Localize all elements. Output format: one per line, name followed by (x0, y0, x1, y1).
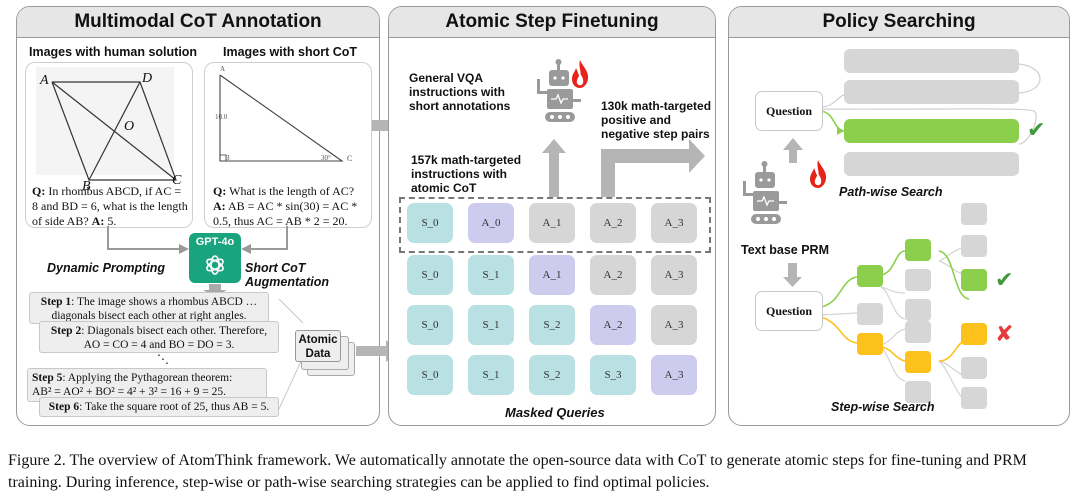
triangle-vertex-a: A (220, 65, 226, 73)
tree-node (961, 387, 987, 409)
tree-node (905, 269, 931, 291)
up-arrow (542, 139, 566, 197)
vertex-c: C (172, 173, 182, 188)
tree-node (961, 323, 987, 345)
human-solution-question: Q: In rhombus ABCD, if AC = 8 and BD = 6… (32, 184, 188, 228)
tree-node (961, 357, 987, 379)
fire-icon (810, 160, 827, 188)
short-cot-augmentation-label: Short CoT Augmentation (245, 261, 330, 289)
vertex-b: B (82, 179, 91, 194)
tree-node (905, 321, 931, 343)
tree-node (905, 351, 931, 373)
vertex-a: A (40, 73, 49, 88)
query-tile-s-3: S_3 (590, 355, 636, 395)
query-tile-a-3: A_3 (651, 305, 697, 345)
tree-node (961, 269, 987, 291)
checkmark-icon-path: ✔ (1027, 117, 1046, 142)
query-tile-a-3: A_3 (651, 203, 697, 243)
math-instructions-label: 157k math-targeted instructions with ato… (411, 153, 522, 195)
path-bar-4 (844, 152, 1019, 176)
masked-queries-label: Masked Queries (505, 405, 605, 420)
gpt-4o-label: GPT-4o (195, 236, 235, 248)
panel-title: Atomic Step Finetuning (389, 7, 715, 38)
gpt-4o-box: GPT-4o (189, 233, 241, 283)
query-tile-a-1: A_1 (529, 203, 575, 243)
panel-title: Policy Searching (729, 7, 1069, 38)
step-wise-search-label: Step-wise Search (831, 400, 935, 414)
panel-multimodal-cot-annotation: Multimodal CoT Annotation Images with hu… (16, 6, 380, 426)
short-cot-question: Q: What is the length of AC? A: AB = AC … (213, 184, 358, 228)
fire-icon (572, 60, 589, 88)
triangle-vertex-b: B (225, 154, 230, 162)
short-cot-card: A 10.0 B 30° C Q: What is the length of … (204, 62, 372, 228)
rhombus-figure (36, 67, 177, 181)
query-tile-s-0: S_0 (407, 355, 453, 395)
robot-icon (743, 161, 787, 224)
openai-logo-icon (206, 255, 224, 275)
vertex-d: D (142, 71, 153, 86)
subtitle-short-cot: Images with short CoT (223, 45, 358, 59)
query-tile-s-2: S_2 (529, 355, 575, 395)
ellipsis-dots: ⋱ (157, 352, 169, 366)
path-bar-2 (844, 80, 1019, 104)
step-card-1: Step 1: The image shows a rhombus ABCD …… (29, 292, 269, 324)
query-tile-s-0: S_0 (407, 255, 453, 295)
path-bar-1 (844, 49, 1019, 73)
tree-node (961, 235, 987, 257)
atomic-data-label-1: Atomic (298, 334, 338, 346)
search-diagrams (783, 49, 1041, 409)
path-wise-search-label: Path-wise Search (839, 185, 943, 199)
cross-icon-step: ✘ (995, 321, 1014, 346)
dynamic-prompting-label: Dynamic Prompting (47, 261, 166, 275)
tree-node (857, 333, 883, 355)
subtitle-human-solution: Images with human solution (29, 45, 198, 59)
path-bar-selected (844, 119, 1019, 143)
triangle-side-label: 10.0 (215, 113, 228, 121)
query-tile-a-2: A_2 (590, 203, 636, 243)
checkmark-icon-step: ✔ (995, 267, 1014, 292)
step-card-2: Step 2: Diagonals bisect each other. The… (39, 321, 279, 353)
query-tile-s-0: S_0 (407, 305, 453, 345)
question-box-step-wise: Question (755, 291, 823, 331)
step-pairs-label: 130k math-targeted positive and negative… (601, 99, 712, 141)
panel-policy-searching: Policy Searching (728, 6, 1070, 426)
panel-atomic-step-finetuning: Atomic Step Finetuning General VQA instr… (388, 6, 716, 426)
tree-node (905, 381, 931, 403)
vqa-instructions-label: General VQA instructions with short anno… (409, 71, 511, 113)
human-solution-card: A D O B C Q: In rhombus ABCD, if AC = 8 … (25, 62, 193, 228)
query-tile-s-1: S_1 (468, 255, 514, 295)
step-card-6: Step 6: Take the square root of 25, thus… (39, 397, 279, 417)
vertex-o: O (124, 119, 135, 134)
dashed-selection-frame (399, 197, 711, 253)
query-tile-s-0: S_0 (407, 203, 453, 243)
triangle-figure (219, 74, 344, 162)
question-box-path-wise: Question (755, 91, 823, 131)
query-tile-s-1: S_1 (468, 305, 514, 345)
panel-title: Multimodal CoT Annotation (17, 7, 379, 38)
text-base-prm-label: Text base PRM (741, 243, 829, 257)
step-card-5: Step 5: Applying the Pythagorean theorem… (27, 368, 267, 402)
robot-icon (537, 59, 581, 122)
query-tile-a-3: A_3 (651, 355, 697, 395)
bent-arrow (601, 139, 705, 197)
triangle-vertex-c: C (347, 154, 353, 163)
atomic-data-label-2: Data (305, 348, 331, 360)
tree-node (857, 265, 883, 287)
query-tile-a-2: A_2 (590, 305, 636, 345)
query-tile-a-1: A_1 (529, 255, 575, 295)
atomic-data-card: Atomic Data (295, 330, 341, 362)
figure-caption: Figure 2. The overview of AtomThink fram… (8, 452, 1027, 491)
connector-arrows (107, 226, 304, 410)
tree-node (857, 303, 883, 325)
query-tile-a-0: A_0 (468, 203, 514, 243)
triangle-angle-label: 30° (321, 154, 331, 162)
tree-node (961, 203, 987, 225)
query-tile-s-2: S_2 (529, 305, 575, 345)
tree-node (905, 239, 931, 261)
query-tile-s-1: S_1 (468, 355, 514, 395)
query-tile-a-2: A_2 (590, 255, 636, 295)
tree-node (905, 299, 931, 321)
query-tile-a-3: A_3 (651, 255, 697, 295)
atomic-data-stack: Atomic Data (295, 330, 355, 378)
